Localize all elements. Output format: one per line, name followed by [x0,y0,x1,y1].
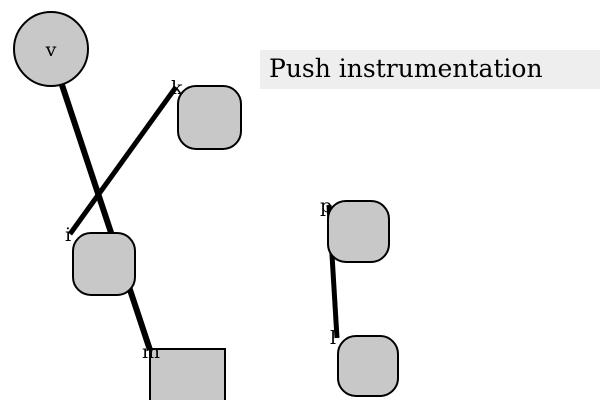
node-k[interactable]: k [171,77,242,150]
node-m-shape [149,348,226,400]
node-k-shape [177,85,242,150]
node-m[interactable]: m [142,341,226,400]
node-m-label: m [142,341,160,363]
node-i-label: i [65,224,71,246]
node-v-shape [13,11,89,87]
edge-k-i [67,85,179,236]
node-p-shape [327,200,390,263]
node-v-label: v [45,39,57,61]
banner-title: Push instrumentation [269,54,543,83]
title-banner: Push instrumentation [260,50,600,89]
node-l-label: l [330,327,336,349]
node-i-shape [72,232,136,296]
node-p[interactable]: p [320,195,390,263]
node-l[interactable]: l [330,327,399,397]
node-l-shape [337,335,399,397]
node-p-label: p [320,195,332,217]
node-i[interactable]: i [65,224,136,296]
node-k-label: k [171,77,183,99]
edge-v-m [59,84,153,351]
node-v[interactable]: v [13,11,89,87]
